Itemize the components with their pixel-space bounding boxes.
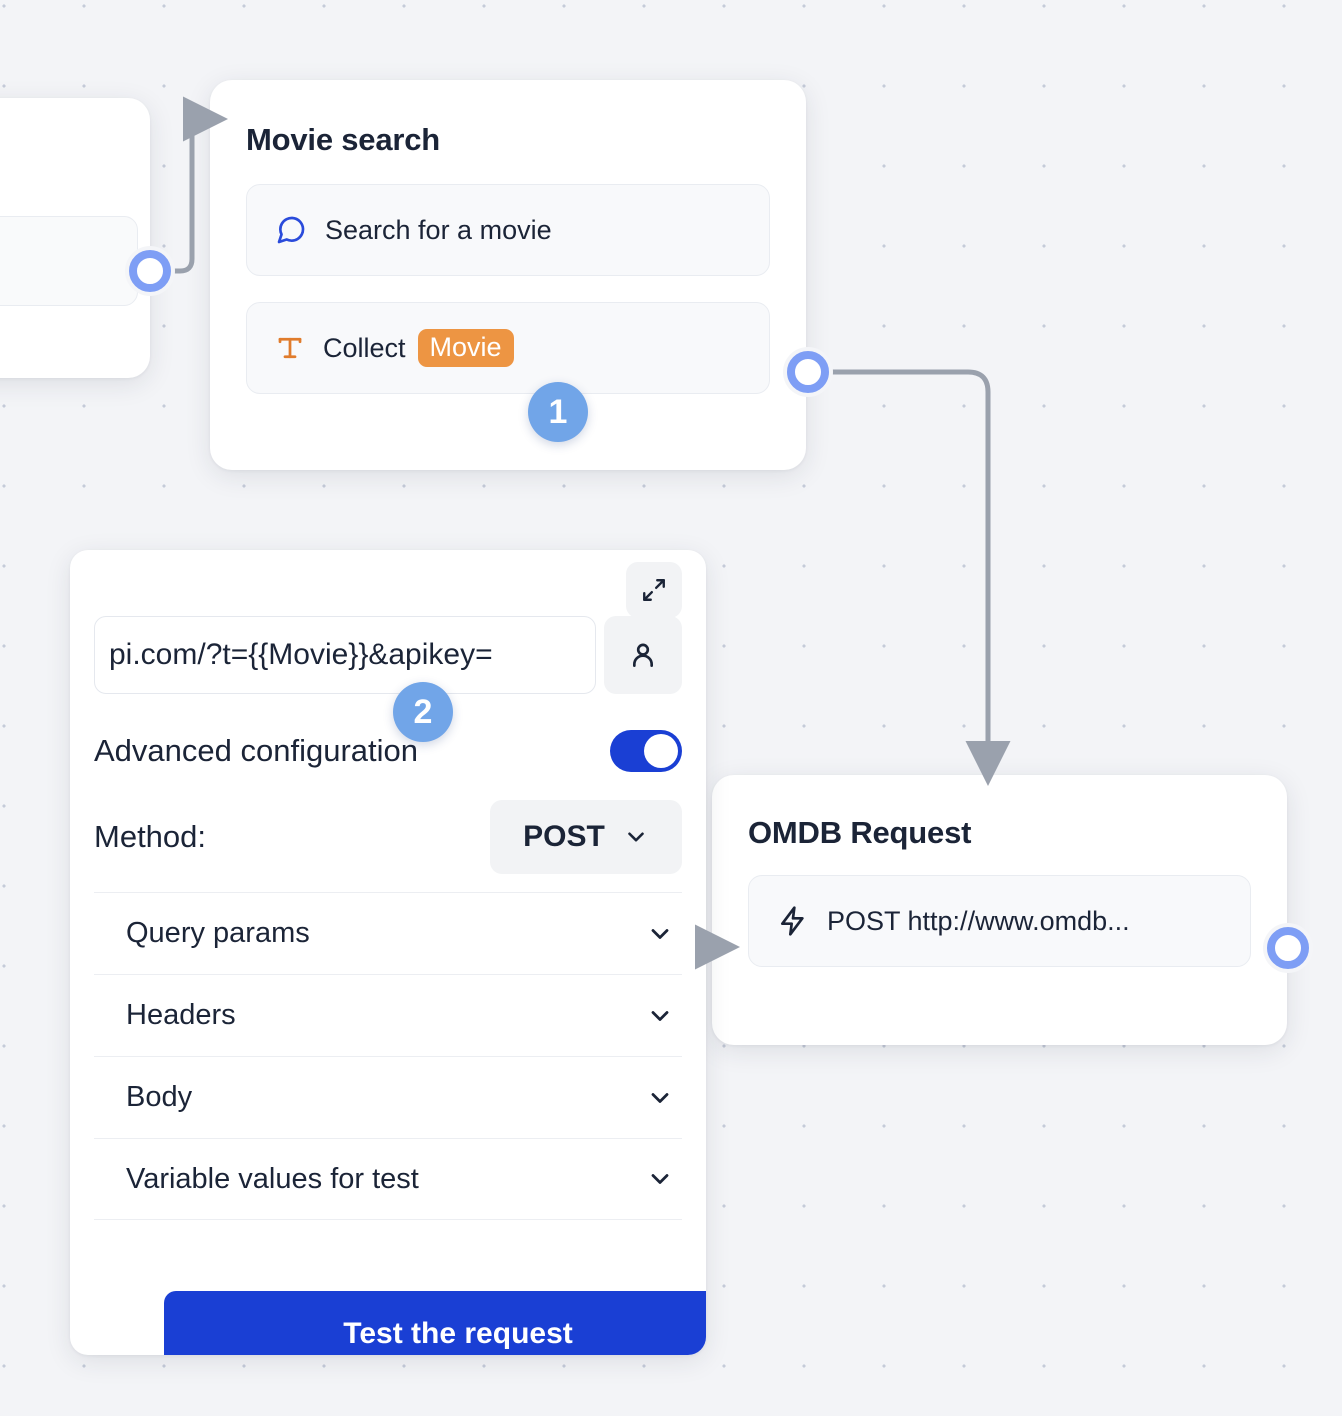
adjacent-node-row[interactable] xyxy=(0,216,138,306)
omdb-request-card[interactable]: OMDB Request POST http://www.omdb... xyxy=(712,775,1287,1045)
chevron-down-icon[interactable] xyxy=(646,1084,674,1112)
node-row-label: POST http://www.omdb... xyxy=(827,905,1130,936)
method-row: Method: POST xyxy=(70,772,706,874)
message-bubble-icon xyxy=(275,214,307,246)
text-t-icon xyxy=(275,333,305,363)
connector-dot-movie-card-output[interactable] xyxy=(783,347,833,397)
connector-dot-left-card[interactable] xyxy=(125,246,175,296)
section-body[interactable]: Body xyxy=(94,1056,682,1138)
config-sections: Query params Headers Body Variable value… xyxy=(70,874,706,1220)
section-label: Query params xyxy=(126,917,310,949)
request-url-input[interactable]: pi.com/?t={{Movie}}&apikey= xyxy=(94,616,596,694)
step-badge-1: 1 xyxy=(528,382,588,442)
user-icon[interactable] xyxy=(604,616,682,694)
request-config-panel: pi.com/?t={{Movie}}&apikey= Advanced con… xyxy=(70,550,706,1355)
variable-chip-movie[interactable]: Movie xyxy=(417,328,514,368)
node-row-search-for-a-movie[interactable]: Search for a movie xyxy=(246,184,770,276)
url-row: pi.com/?t={{Movie}}&apikey= xyxy=(70,616,706,694)
node-row-collect-movie[interactable]: Collect Movie xyxy=(246,302,770,394)
node-row-label: Search for a movie xyxy=(325,214,552,245)
connector-dot-omdb-card-output[interactable] xyxy=(1263,923,1313,973)
node-row-label: Collect Movie xyxy=(323,328,514,368)
expand-diagonal-icon[interactable] xyxy=(626,562,682,618)
chevron-down-icon xyxy=(623,824,649,850)
method-value: POST xyxy=(523,820,605,853)
lightning-bolt-icon xyxy=(777,905,809,937)
method-label: Method: xyxy=(94,819,207,854)
panel-header xyxy=(70,550,706,618)
advanced-configuration-label: Advanced configuration xyxy=(94,733,419,768)
node-row-text: Collect xyxy=(323,332,406,363)
test-the-request-button[interactable]: Test the request xyxy=(164,1291,706,1355)
section-headers[interactable]: Headers xyxy=(94,974,682,1056)
node-row-post-request[interactable]: POST http://www.omdb... xyxy=(748,875,1251,967)
advanced-configuration-toggle[interactable] xyxy=(610,730,682,772)
section-label: Headers xyxy=(126,999,236,1031)
section-label: Variable values for test xyxy=(126,1162,419,1195)
toggle-knob xyxy=(644,734,678,768)
chevron-down-icon[interactable] xyxy=(646,1002,674,1030)
method-select[interactable]: POST xyxy=(490,800,682,874)
section-query-params[interactable]: Query params xyxy=(94,892,682,974)
section-variable-values-for-test[interactable]: Variable values for test xyxy=(94,1138,682,1220)
chevron-down-icon[interactable] xyxy=(646,1165,674,1193)
omdb-card-title: OMDB Request xyxy=(748,815,972,850)
movie-search-card[interactable]: Movie search Search for a movie Collect … xyxy=(210,80,806,470)
section-label: Body xyxy=(126,1081,193,1113)
adjacent-node-card[interactable] xyxy=(0,98,150,378)
chevron-down-icon[interactable] xyxy=(646,920,674,948)
advanced-configuration-row: Advanced configuration xyxy=(70,694,706,772)
step-badge-2: 2 xyxy=(393,682,453,742)
page-title: Movie search xyxy=(246,122,441,157)
